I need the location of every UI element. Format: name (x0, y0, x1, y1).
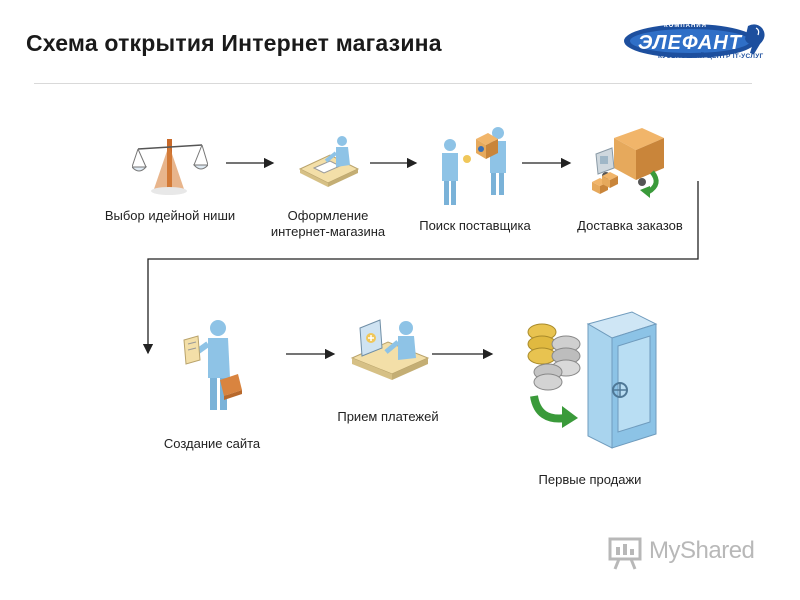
logo-top-text: КОМПАНИЯ (664, 23, 707, 29)
step-label-5: Создание сайта (163, 436, 261, 451)
logo-subtitle: КУЗБАССКИЙ ЦЕНТР IT-УСЛУГ (658, 53, 764, 60)
step-label-4: Доставка заказов (577, 218, 683, 233)
step-label-2: Оформление интернет-магазина (258, 208, 398, 240)
step-label-1: Выбор идейной ниши (104, 208, 236, 223)
step-label-2-line-2: интернет-магазина (270, 224, 386, 239)
watermark-text: MyShared (649, 537, 755, 564)
myshared-watermark: MyShared (607, 535, 767, 575)
person-at-desk-icon (296, 135, 360, 193)
step-label-2-line-1: Оформление (287, 208, 369, 223)
company-logo: КОМПАНИЯ ЭЛЕФАНТ КУЗБАССКИЙ ЦЕНТР IT-УСЛ… (618, 20, 786, 68)
coins-safe-icon (520, 310, 660, 450)
delivery-truck-icon (590, 128, 670, 202)
arrow-row-wrap (142, 181, 699, 355)
presentation-board-icon (608, 537, 642, 570)
payment-desk-icon (350, 318, 430, 382)
handshake-supplier-icon (436, 125, 514, 209)
page-title: Схема открытия Интернет магазина (26, 30, 442, 56)
scales-icon (130, 135, 210, 197)
step-label-7: Первые продажи (538, 472, 642, 487)
step-label-6: Прием платежей (337, 409, 439, 424)
step-label-3: Поиск поставщика (419, 218, 531, 233)
title-divider (34, 83, 752, 84)
logo-word: ЭЛЕФАНТ (638, 32, 742, 54)
businessman-with-briefcase-icon (180, 318, 246, 414)
